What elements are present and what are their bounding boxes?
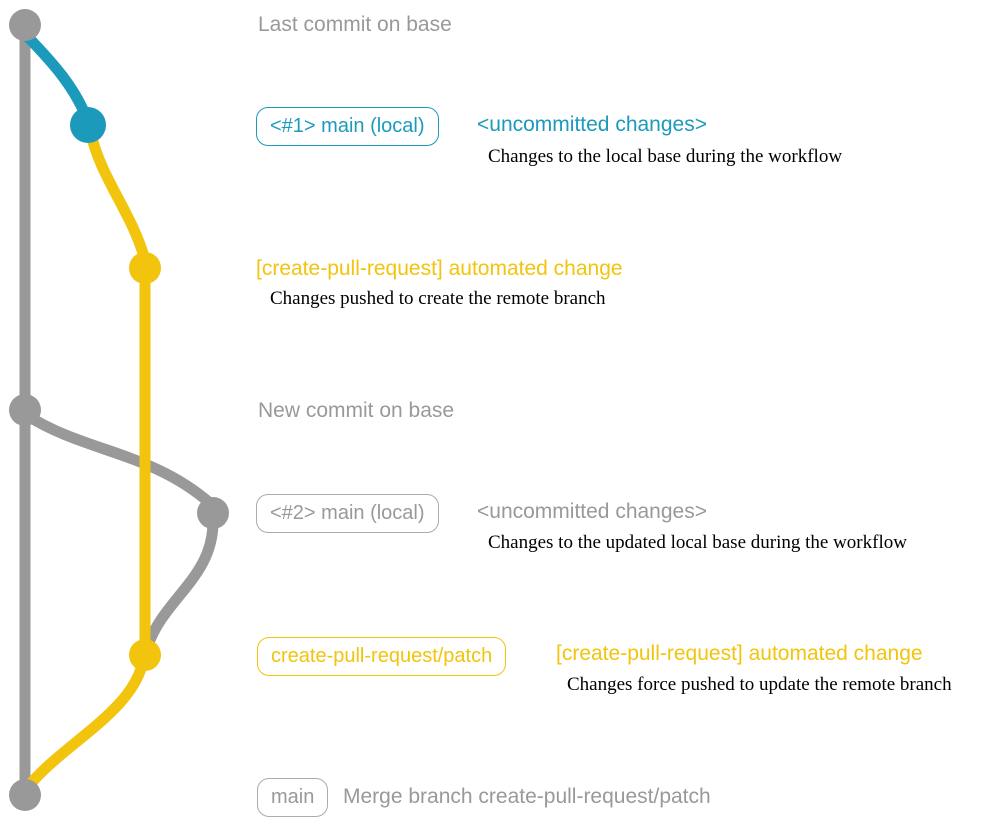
rebase-edge-in [141,514,219,654]
new-commit-on-base-label: New commit on base [258,399,455,422]
branch-tag-main-local-1: <#1> main (local) [256,107,439,146]
rebase-edge-out [22,410,217,510]
uncommitted-changes-label-2: <uncommitted changes> [477,500,707,523]
commit-node-new-base [9,394,41,426]
commit-node-last-base [9,9,41,41]
commit-node-merge [9,779,41,811]
last-commit-on-base-label: Last commit on base [258,13,452,36]
commit-node-local-2 [197,497,229,529]
patch-branch-create-edge [84,124,151,266]
commit-node-local-1 [70,107,106,143]
branch-tag-create-pull-request-patch: create-pull-request/patch [257,637,507,676]
merge-edge [21,655,149,794]
automated-change-title-2: [create-pull-request] automated change [556,642,923,665]
branch-tag-main: main [257,778,329,817]
automated-change-description-1: Changes pushed to create the remote bran… [270,288,606,309]
merge-commit-message: Merge branch create-pull-request/patch [343,785,711,808]
automated-change-description-2: Changes force pushed to update the remot… [567,674,952,695]
uncommitted-changes-label-1: <uncommitted changes> [477,113,707,136]
uncommitted-changes-description-1: Changes to the local base during the wor… [488,146,843,167]
uncommitted-changes-description-2: Changes to the updated local base during… [488,532,907,553]
branch-tag-main-local-2: <#2> main (local) [256,494,439,533]
local-changes-edge-1 [21,30,94,128]
commit-node-patch-1 [129,252,161,284]
commit-graph [9,9,229,811]
commit-node-patch-2 [129,639,161,671]
automated-change-title-1: [create-pull-request] automated change [256,257,623,280]
